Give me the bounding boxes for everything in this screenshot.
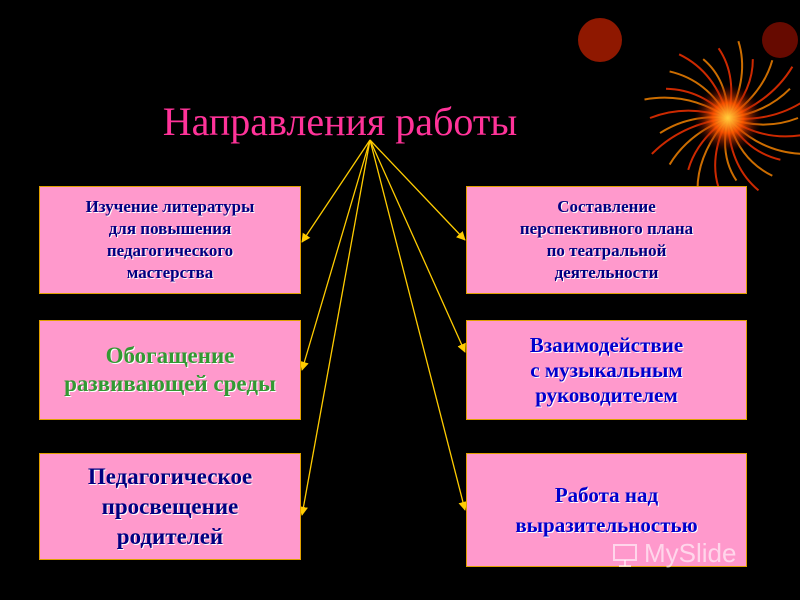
box-line: родителей — [116, 523, 224, 549]
box-line: руководителем — [535, 382, 678, 407]
arrow-icon — [301, 139, 371, 243]
box-line: развивающей среды — [64, 371, 276, 396]
box-line: Взаимодействие — [529, 332, 684, 357]
arrow-icon — [369, 139, 466, 241]
box-literature-study: Изучение литературы для повышения педаго… — [39, 186, 301, 294]
box-line: Педагогическое — [87, 463, 253, 489]
page-title: Направления работы — [162, 99, 518, 144]
box-line: по театральной — [546, 241, 667, 260]
watermark: MySlide — [612, 538, 736, 569]
myslide-logo-icon — [613, 543, 637, 567]
box-expressiveness-work: Работа над выразительностью — [466, 453, 747, 567]
box-line: перспективного плана — [519, 219, 694, 238]
box-line: Работа над — [554, 483, 659, 507]
box-line: просвещение — [101, 493, 239, 519]
box-line: Изучение литературы — [85, 197, 255, 216]
box-parent-education: Педагогическое просвещение родителей — [39, 453, 301, 560]
box-line: для повышения — [108, 219, 232, 238]
box-line: выразительностью — [515, 513, 698, 537]
box-line: с музыкальным — [530, 357, 683, 382]
box-line: деятельности — [554, 263, 659, 282]
arrow-icon — [369, 139, 466, 353]
box-environment-enrichment: Обогащение развивающей среды — [39, 320, 301, 420]
box-line: Составление — [557, 197, 656, 216]
box-line: Обогащение — [105, 343, 235, 368]
arrow-icon — [369, 139, 468, 511]
box-line: педагогического — [106, 241, 234, 260]
box-line: мастерства — [126, 263, 214, 282]
arrow-icon — [299, 139, 371, 371]
watermark-text: MySlide — [644, 538, 737, 568]
box-music-director-interaction: Взаимодействие с музыкальным руководител… — [466, 320, 747, 420]
box-perspective-plan: Составление перспективного плана по теат… — [466, 186, 747, 294]
arrow-icon — [298, 139, 371, 516]
